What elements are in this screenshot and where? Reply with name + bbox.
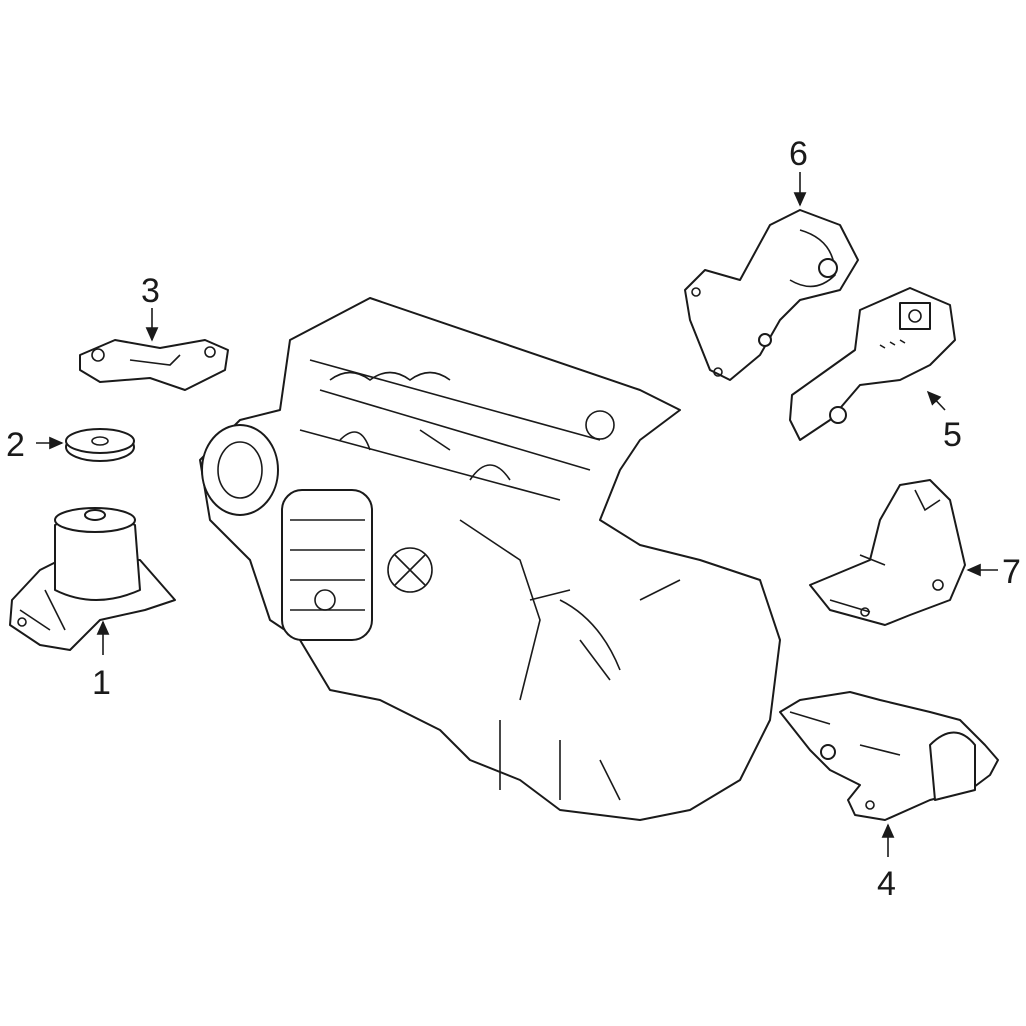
part-6-rear-mount[interactable] <box>684 209 859 381</box>
engine-assembly <box>199 297 781 821</box>
callout-6: 6 <box>789 135 808 173</box>
part-3-upper-bracket[interactable] <box>79 339 229 391</box>
part-1-engine-mount[interactable] <box>9 507 176 651</box>
leader-5 <box>926 390 946 411</box>
callout-1: 1 <box>92 664 111 702</box>
callout-5: 5 <box>943 416 962 454</box>
part-4-transmission-mount[interactable] <box>779 691 999 821</box>
part-5-torque-rod[interactable] <box>789 287 956 441</box>
callout-4: 4 <box>877 865 896 903</box>
callout-3: 3 <box>141 272 160 310</box>
callout-leaders <box>36 172 998 857</box>
callout-7: 7 <box>1002 553 1021 591</box>
part-2-washer[interactable] <box>65 428 135 462</box>
callout-2: 2 <box>6 426 25 464</box>
part-7-mount-bracket[interactable] <box>809 479 966 626</box>
